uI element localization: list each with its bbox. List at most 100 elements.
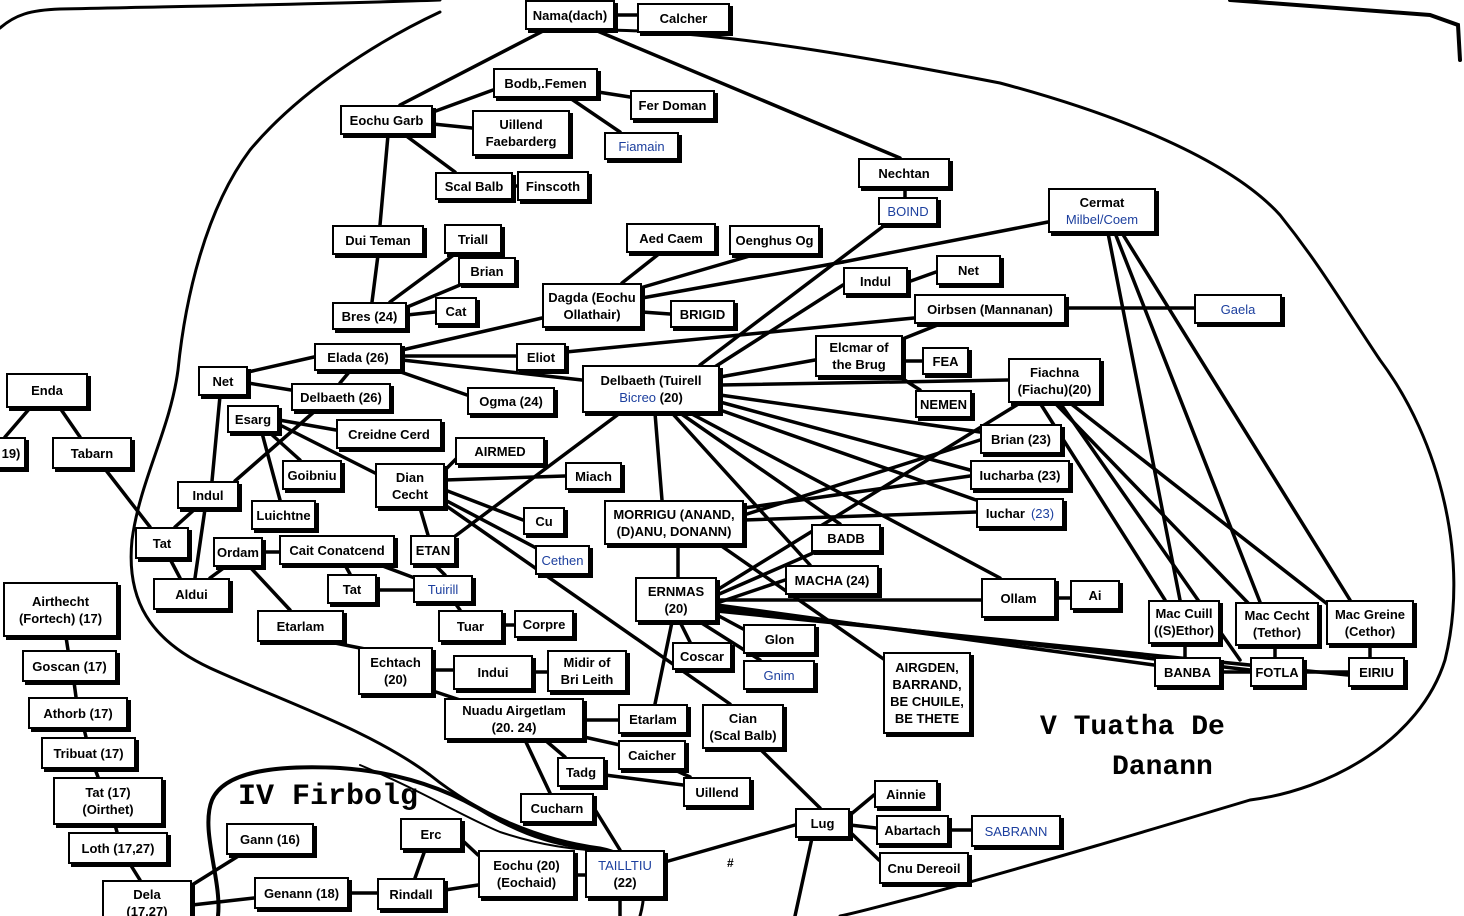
relationship-line <box>592 806 622 852</box>
person-node-macha: MACHA (24) <box>785 565 879 595</box>
relationship-line <box>543 738 567 759</box>
node-label-line: Aldui <box>175 586 208 602</box>
relationship-line <box>1113 231 1262 604</box>
node-label-line: Brian <box>470 263 504 279</box>
node-label-line: Goscan (17) <box>32 658 107 674</box>
relationship-line <box>673 768 692 779</box>
person-node-genann: Genann (18) <box>254 877 349 909</box>
top-right-boundary <box>1228 0 1462 62</box>
person-node-lug: Lug <box>795 808 850 838</box>
node-label-line: Tadg <box>565 764 597 780</box>
person-node-cian: Cian(Scal Balb) <box>702 704 784 749</box>
tuatha-boundary <box>129 10 646 916</box>
relationship-line <box>398 28 547 107</box>
person-node-etan: ETAN <box>410 535 456 565</box>
relationship-line <box>564 316 916 354</box>
node-label-line: (Eochaid) <box>496 875 557 890</box>
relationship-line <box>848 823 878 830</box>
node-label-line: AIRMED <box>474 443 526 459</box>
node-label-line: Glon <box>764 631 795 647</box>
node-label-line: Cnu Dereoil <box>887 860 961 876</box>
node-label-line: (20. 24) <box>491 720 537 735</box>
node-label-line: SABRANN <box>984 823 1048 839</box>
node-label-line: Finscoth <box>525 178 581 194</box>
person-node-tabarn: Tabarn <box>52 437 132 469</box>
person-node-sabrann: SABRANN <box>971 815 1061 847</box>
person-node-iucharba: Iucharba (23) <box>970 460 1070 490</box>
relationship-line <box>193 507 207 580</box>
node-label-line: Etarlam <box>629 711 677 727</box>
relationship-line <box>58 406 82 439</box>
relationship-line <box>388 252 457 304</box>
person-node-ai: Ai <box>1070 580 1120 610</box>
person-node-gaela: Gaela <box>1194 294 1282 324</box>
person-node-gann: Gann (16) <box>226 823 314 855</box>
person-node-duiteman: Dui Teman <box>332 225 424 255</box>
person-node-brian23: Brian (23) <box>980 424 1062 454</box>
person-node-indulr: Indul <box>843 267 908 295</box>
node-label-line: Lug <box>810 815 835 831</box>
node-label-line: Rindall <box>389 886 433 902</box>
node-label-line: Ogma (24) <box>479 393 543 409</box>
node-label-line: Eochu (20) <box>493 858 560 873</box>
person-node-indui: Indui <box>453 655 533 690</box>
node-label-line: Elada (26) <box>327 349 389 365</box>
relationship-line <box>113 823 119 834</box>
relationship-line <box>403 133 457 174</box>
person-node-athorb: Athorb (17) <box>28 697 128 729</box>
person-node-airthecht: Airthecht(Fortech) (17) <box>3 582 118 637</box>
person-node-tat17: Tat (17)(Oirthet) <box>53 777 163 825</box>
relationship-line <box>698 223 887 367</box>
relationship-line <box>1053 401 1252 607</box>
node-label-line: FOTLA <box>1255 664 1299 680</box>
person-node-tatc: Tat <box>327 574 377 604</box>
node-label-line: Goibniu <box>287 467 337 483</box>
node-label-line: Delbaeth (26) <box>300 389 382 405</box>
node-label-line: Erc <box>420 826 442 842</box>
node-label-line: (22) <box>613 875 637 890</box>
relationship-line <box>848 793 876 817</box>
relationship-line <box>208 565 227 580</box>
node-label-line: Mac Greine <box>1334 606 1406 622</box>
relationship-line <box>678 620 692 644</box>
node-label-line: Cethen <box>541 552 584 568</box>
relationship-line <box>742 474 972 510</box>
person-node-cat: Cat <box>435 297 477 325</box>
node-label-line: Aed Caem <box>639 230 703 246</box>
relationship-line <box>841 220 1050 264</box>
node-label-line: Scal Balb <box>444 178 504 194</box>
region-label-firbolg: IV Firbolg <box>238 780 419 814</box>
person-node-banba: BANBA <box>1154 657 1221 687</box>
person-node-tatl: Tat <box>135 527 189 559</box>
person-node-ollam: Ollam <box>981 578 1056 618</box>
node-label-line: Ollam <box>1000 590 1037 606</box>
relationship-line <box>453 601 462 612</box>
person-node-etarlaml: Etarlam <box>257 610 344 642</box>
person-node-indull: Indul <box>177 481 239 509</box>
node-label-line: FEA <box>932 353 959 369</box>
relationship-line <box>523 738 552 795</box>
person-node-calcher: Calcher <box>637 3 730 33</box>
person-node-coscar: Coscar <box>672 642 732 670</box>
node-label-line: Echtach <box>370 655 421 670</box>
person-node-tadg: Tadg <box>557 757 605 787</box>
relationship-line <box>405 310 437 317</box>
node-label-line: Dian <box>395 469 425 485</box>
person-node-esarg: Esarg <box>227 405 279 433</box>
person-node-tuirill: Tuirill <box>413 575 473 603</box>
node-label-line: (Fiachu)(20) <box>1017 381 1092 397</box>
firbolg-boundary <box>206 765 602 916</box>
relationship-line <box>443 883 480 892</box>
person-node-tribuat: Tribuat (17) <box>41 737 136 769</box>
node-label-line: Fiamain <box>618 138 665 154</box>
node-label-line: Cait Conatcend <box>289 542 385 558</box>
relationship-line <box>742 510 978 522</box>
relationship-line <box>898 322 942 342</box>
node-label-line: ETAN <box>415 542 451 558</box>
node-label-line: (20) <box>383 672 408 687</box>
relationship-line <box>906 270 938 284</box>
person-node-nama: Nama(dach) <box>525 0 615 30</box>
relationship-line <box>210 394 222 483</box>
